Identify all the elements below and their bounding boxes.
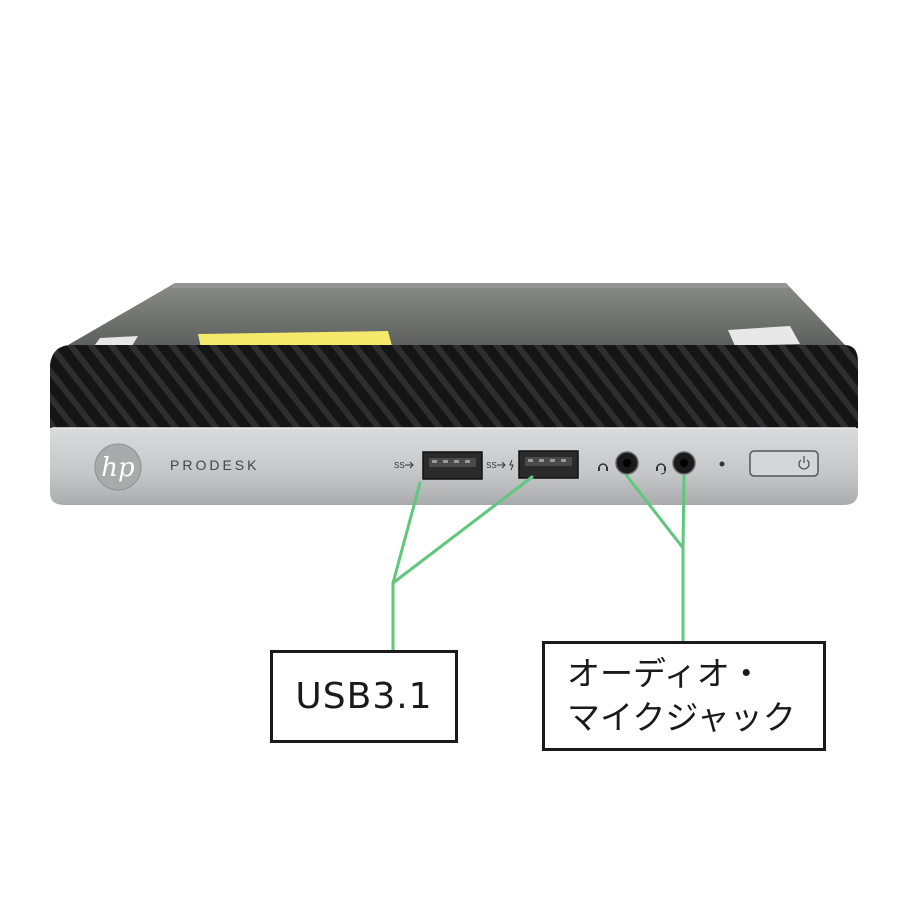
usb-label-text: USB3.1 <box>295 676 433 717</box>
case-top <box>68 283 845 345</box>
top-label-right <box>728 326 800 346</box>
audio-callout-label: オーディオ・ マイクジャック <box>542 641 826 751</box>
top-label-left <box>94 336 138 346</box>
front-vent <box>50 345 858 430</box>
hp-logo-text: hp <box>101 453 135 483</box>
usb-callout-lines <box>391 475 534 652</box>
top-sticker <box>198 331 392 348</box>
usb-callout-label: USB3.1 <box>270 650 458 743</box>
activity-led <box>719 461 725 467</box>
power-icon <box>798 459 810 470</box>
usb-symbol-icon-2 <box>497 461 506 469</box>
headphone-icon <box>598 463 608 469</box>
headset-icon <box>656 463 666 469</box>
case-top-highlight <box>171 283 790 288</box>
usb-symbol-icon-1 <box>405 461 414 469</box>
audio-label-line1: オーディオ・ <box>567 654 763 693</box>
usb-port-2-marking: SS <box>486 461 497 470</box>
charging-icon <box>509 459 514 471</box>
audio-label-line2: マイクジャック <box>567 698 796 737</box>
usb-port-1-marking: SS <box>394 461 405 470</box>
hp-logo-icon <box>94 443 142 491</box>
audio-callout-lines <box>625 474 686 643</box>
model-name: PRODESK <box>170 457 259 473</box>
power-button <box>749 450 819 477</box>
